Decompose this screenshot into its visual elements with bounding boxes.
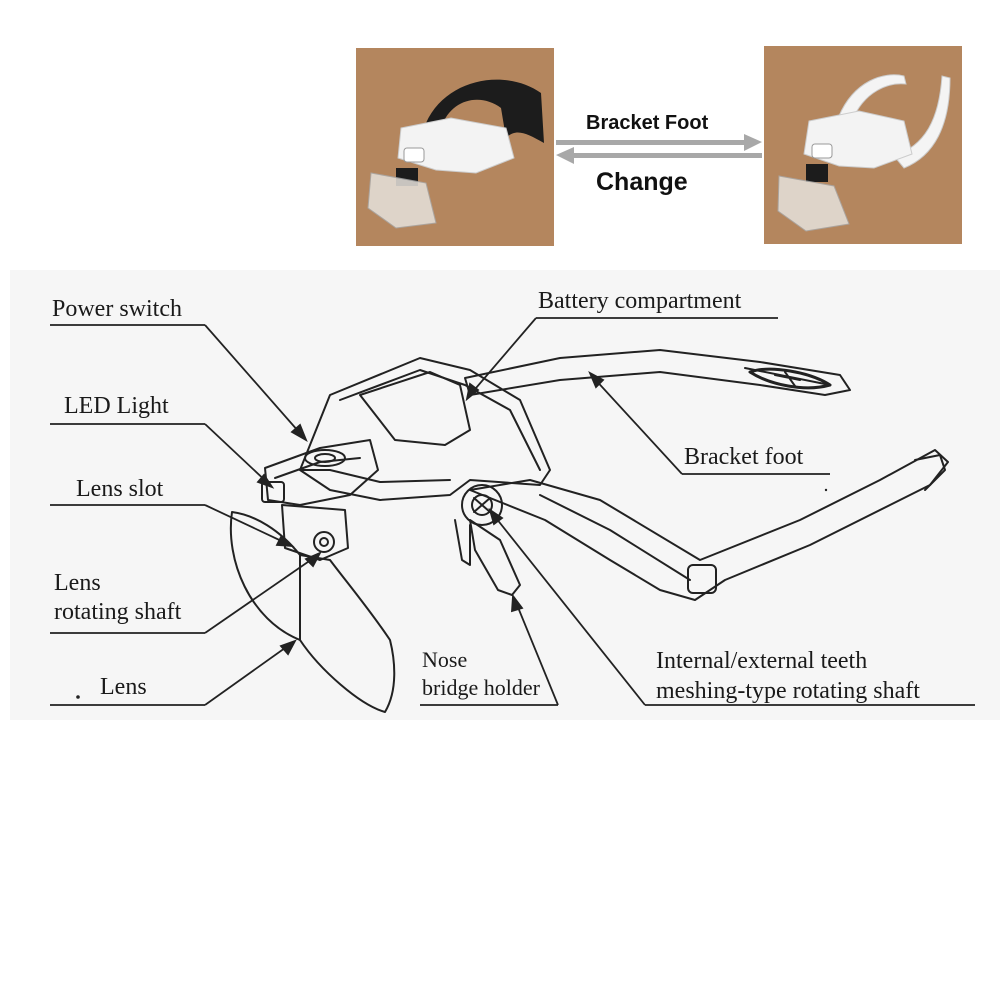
bracket-foot-photo-drawing <box>764 46 962 244</box>
callout-bracket-foot: Bracket foot <box>684 444 804 470</box>
upper-temple-arm <box>464 349 851 396</box>
led-module <box>264 439 379 506</box>
callout-led-light: LED Light <box>64 393 169 419</box>
photo-bracket-foot-version <box>764 46 962 244</box>
callout-battery-compartment: Battery compartment <box>538 288 742 314</box>
teeth-shaft-gear <box>461 484 503 526</box>
callout-teeth-shaft-line1: Internal/external teeth <box>656 648 868 674</box>
bracket-foot-change-label: Bracket Foot <box>586 112 709 134</box>
callout-nose-bridge-holder-line1: Nose <box>422 647 468 672</box>
callout-lens-slot: Lens slot <box>76 476 164 502</box>
headband-photo-drawing <box>356 48 554 246</box>
callout-power-switch: Power switch <box>52 296 182 322</box>
diagram-background <box>10 270 1000 720</box>
callout-lens: Lens <box>100 674 147 700</box>
housing-outline <box>299 357 551 501</box>
lower-temple-arm <box>469 449 949 601</box>
change-label: Change <box>596 168 688 196</box>
photo-headband-version <box>356 48 554 246</box>
callout-lens-rotating-shaft-line2: rotating shaft <box>54 599 182 625</box>
nose-bridge-holder <box>469 519 521 596</box>
lens-outline <box>229 511 396 713</box>
callout-nose-bridge-holder-line2: bridge holder <box>422 675 540 700</box>
stray-dot <box>76 695 80 699</box>
stray-dot-2 <box>824 488 828 492</box>
callout-teeth-shaft-line2: meshing-type rotating shaft <box>656 678 920 704</box>
callout-lens-rotating-shaft-line1: Lens <box>54 570 101 596</box>
